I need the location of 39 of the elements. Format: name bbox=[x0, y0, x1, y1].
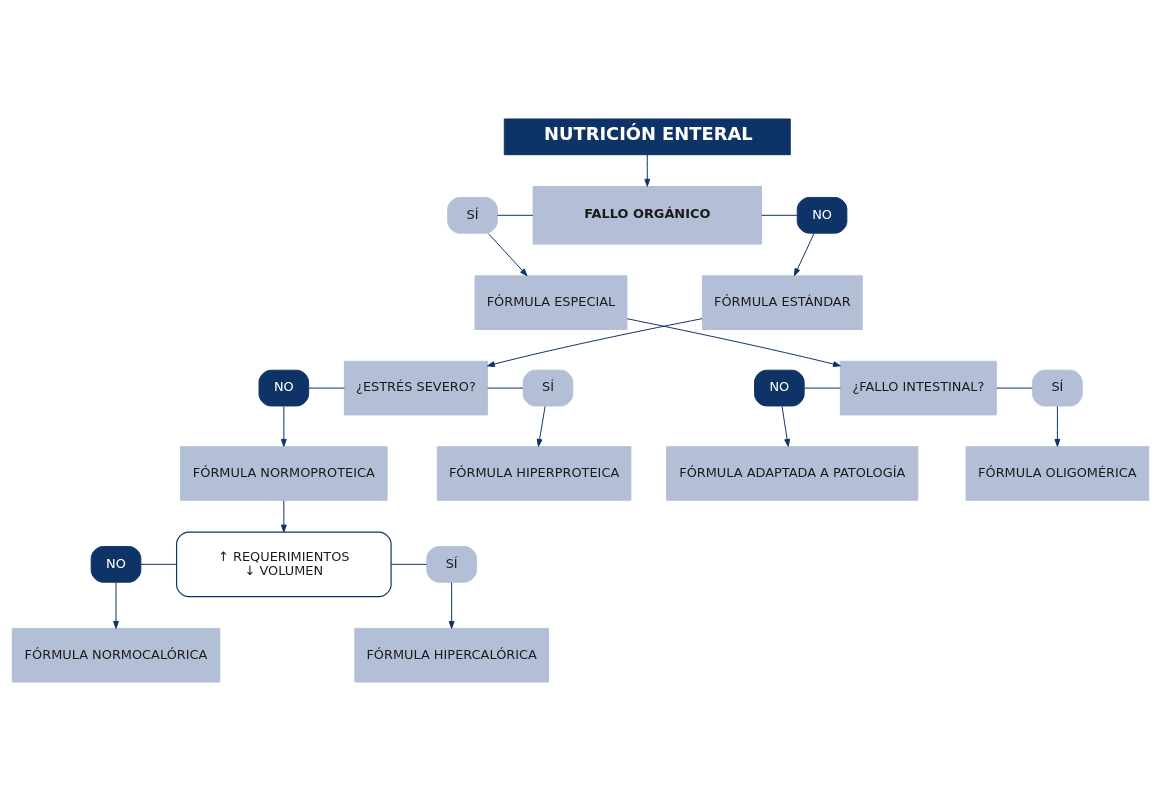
arrow bbox=[1054, 405, 1061, 447]
arrow bbox=[781, 405, 791, 447]
connector bbox=[390, 563, 428, 565]
arrow bbox=[793, 233, 815, 277]
arrow bbox=[487, 318, 703, 367]
node-box: NO bbox=[796, 196, 848, 234]
node-box: NO bbox=[258, 369, 310, 407]
node-box: FÓRMULA NORMOPROTEICA bbox=[180, 446, 388, 501]
connector bbox=[140, 563, 177, 565]
arrow bbox=[487, 233, 528, 277]
arrow bbox=[280, 405, 287, 447]
arrow bbox=[448, 582, 455, 629]
node-box: SÍ bbox=[1032, 369, 1083, 407]
node-box: FÓRMULA ESPECIAL bbox=[474, 275, 628, 330]
connector bbox=[496, 214, 534, 216]
arrow bbox=[280, 500, 287, 533]
node-box: FÓRMULA HIPERPROTEICA bbox=[436, 446, 632, 501]
connector bbox=[803, 387, 841, 389]
arrow bbox=[536, 405, 546, 447]
node-box: SÍ bbox=[522, 369, 574, 407]
node-box: FÓRMULA ESTÁNDAR bbox=[701, 275, 863, 330]
connector bbox=[761, 214, 798, 216]
node-box: NUTRICIÓN ENTERAL bbox=[503, 118, 791, 156]
arrow bbox=[644, 154, 651, 187]
node-box: SÍ bbox=[447, 196, 498, 234]
node-box: ¿FALLO INTESTINAL? bbox=[839, 360, 997, 416]
node-box: FÓRMULA HIPERCALÓRICA bbox=[354, 627, 549, 683]
node-box: FÓRMULA OLIGOMÉRICA bbox=[965, 446, 1150, 501]
node-box: NO bbox=[90, 546, 142, 583]
node-box: SÍ bbox=[426, 546, 477, 583]
arrow bbox=[626, 318, 841, 367]
arrow bbox=[113, 582, 119, 629]
connector bbox=[308, 387, 345, 389]
node-box: NO bbox=[754, 369, 805, 407]
node-box: FÓRMULA NORMOCALÓRICA bbox=[11, 627, 221, 683]
node-box: FALLO ORGÁNICO bbox=[532, 186, 762, 245]
node-box: FÓRMULA ADAPTADA A PATOLOGÍA bbox=[666, 446, 919, 501]
node-box: ↑ REQUERIMIENTOS ↓ VOLUMEN bbox=[176, 531, 392, 598]
node-box: ¿ESTRÉS SEVERO? bbox=[343, 360, 488, 416]
